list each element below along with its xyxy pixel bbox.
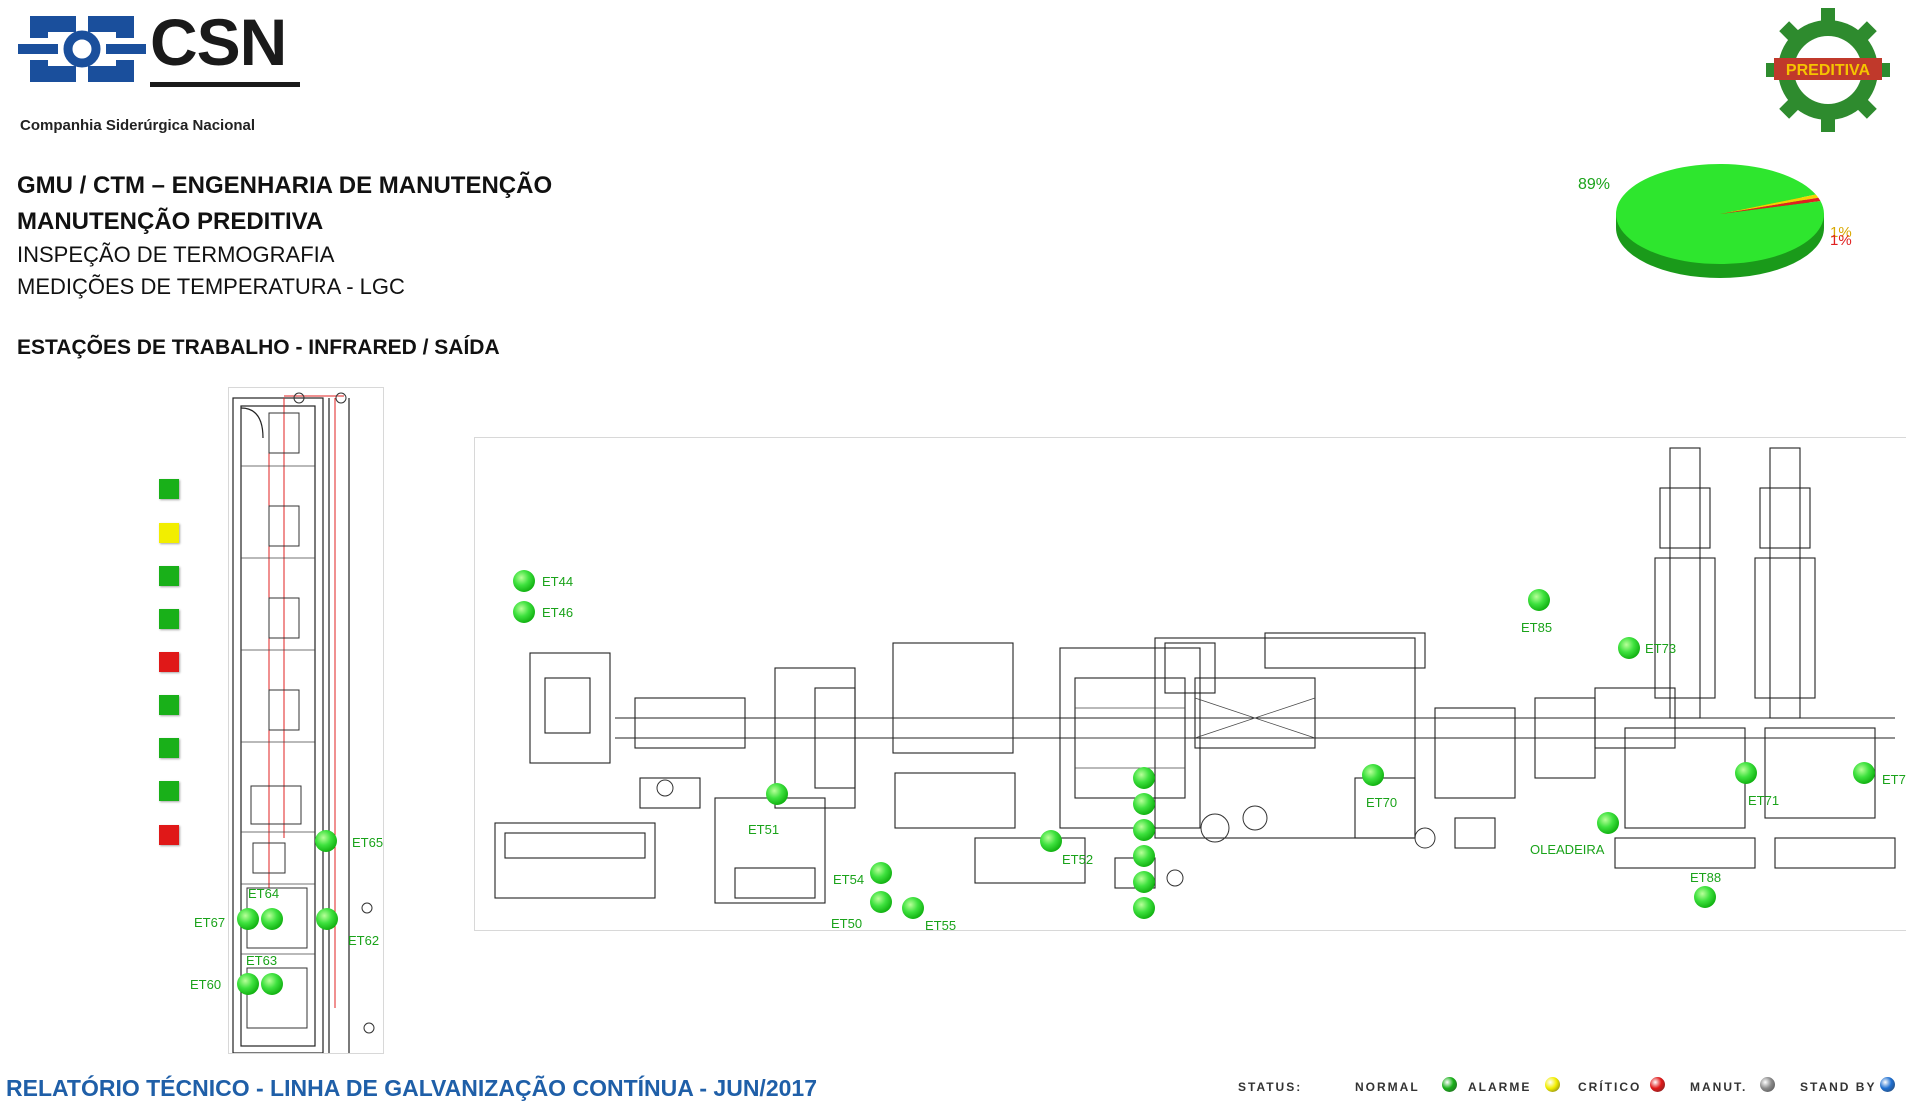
- station-label: ET7: [1882, 772, 1906, 787]
- status-square: [159, 523, 179, 543]
- company-name: Companhia Siderúrgica Nacional: [20, 117, 256, 134]
- station-label: ET70: [1366, 795, 1398, 810]
- pie-slice-normal: [1616, 164, 1824, 264]
- status-square: [159, 479, 179, 499]
- station-label: ET63: [246, 953, 278, 968]
- station-marker-et50[interactable]: [870, 891, 892, 913]
- station-marker-et60[interactable]: [237, 973, 259, 995]
- station-marker-et54[interactable]: [870, 862, 892, 884]
- station-marker-et7[interactable]: [1853, 762, 1875, 784]
- status-square: [159, 609, 179, 629]
- station-marker-et65[interactable]: [315, 830, 337, 852]
- department-title: GMU / CTM – ENGENHARIA DE MANUTENÇÃO: [17, 172, 553, 199]
- csn-logo-text: CSN: [150, 5, 287, 79]
- legend-dot-critico: [1650, 1077, 1665, 1092]
- pie-slice-crítico: [1720, 197, 1821, 214]
- station-marker-et85[interactable]: [1528, 589, 1550, 611]
- report-title: RELATÓRIO TÉCNICO - LINHA DE GALVANIZAÇÃ…: [6, 1075, 817, 1101]
- station-marker-et44[interactable]: [513, 570, 535, 592]
- tower-schematic: [232, 392, 375, 1054]
- station-label: ET60: [190, 977, 222, 992]
- status-square: [159, 825, 179, 845]
- pie-label-normal: 89%: [1578, 176, 1611, 193]
- station-label: ET62: [348, 933, 380, 948]
- pie-label-alarme: 1%: [1830, 224, 1852, 241]
- status-pie-chart: [1616, 164, 1824, 278]
- csn-logo-icon: [18, 16, 146, 82]
- measurement-title: MEDIÇÕES DE TEMPERATURA - LGC: [17, 274, 405, 299]
- station-label: ET71: [1748, 793, 1780, 808]
- station-marker-et88[interactable]: [1694, 886, 1716, 908]
- station-marker-et73[interactable]: [1618, 637, 1640, 659]
- pie-slice-alarme: [1720, 194, 1819, 214]
- inspection-title: INSPEÇÃO DE TERMOGRAFIA: [17, 242, 335, 267]
- line-schematic: [494, 447, 1896, 904]
- legend-dot-manut: [1760, 1077, 1775, 1092]
- station-marker-et63[interactable]: [261, 973, 283, 995]
- tower-drawing: [228, 387, 384, 1054]
- station-marker[interactable]: [1133, 845, 1155, 867]
- station-marker[interactable]: [1133, 793, 1155, 815]
- status-square: [159, 738, 179, 758]
- station-marker-oleadeira[interactable]: [1597, 812, 1619, 834]
- legend-dot-standby: [1880, 1077, 1895, 1092]
- station-marker-et62[interactable]: [316, 908, 338, 930]
- station-label: ET50: [831, 916, 863, 931]
- station-marker[interactable]: [1133, 871, 1155, 893]
- station-label: ET51: [748, 822, 780, 837]
- status-square: [159, 652, 179, 672]
- station-label: ET46: [542, 605, 574, 620]
- station-marker[interactable]: [1133, 767, 1155, 789]
- station-marker-et70[interactable]: [1362, 764, 1384, 786]
- legend-label-standby: STAND BY: [1800, 1080, 1877, 1094]
- station-label: ET44: [542, 574, 574, 589]
- line-drawing: [474, 437, 1906, 931]
- station-label: ET88: [1690, 870, 1722, 885]
- station-marker-et52[interactable]: [1040, 830, 1062, 852]
- station-label: ET73: [1645, 641, 1677, 656]
- station-marker-et46[interactable]: [513, 601, 535, 623]
- station-marker[interactable]: [1133, 819, 1155, 841]
- legend-dot-normal: [1442, 1077, 1457, 1092]
- status-square: [159, 781, 179, 801]
- station-marker-et55[interactable]: [902, 897, 924, 919]
- maintenance-title: MANUTENÇÃO PREDITIVA: [17, 208, 324, 235]
- logo-underline: [150, 82, 300, 87]
- status-square: [159, 695, 179, 715]
- station-label: ET65: [352, 835, 384, 850]
- station-label: OLEADEIRA: [1530, 842, 1605, 857]
- legend-label-critico: CRÍTICO: [1578, 1080, 1642, 1094]
- status-square: [159, 566, 179, 586]
- station-label: ET52: [1062, 852, 1094, 867]
- station-label: ET85: [1521, 620, 1553, 635]
- station-label: ET67: [194, 915, 226, 930]
- station-marker-et67[interactable]: [237, 908, 259, 930]
- station-marker[interactable]: [1133, 897, 1155, 919]
- station-marker-et64[interactable]: [261, 908, 283, 930]
- section-title: ESTAÇÕES DE TRABALHO - INFRARED / SAÍDA: [17, 336, 500, 359]
- legend-dot-alarme: [1545, 1077, 1560, 1092]
- station-marker-et71[interactable]: [1735, 762, 1757, 784]
- status-legend-label: STATUS:: [1238, 1080, 1303, 1094]
- pie-label-critico: 1%: [1830, 232, 1852, 249]
- station-label: ET64: [248, 886, 280, 901]
- station-label: ET54: [833, 872, 865, 887]
- legend-label-manut: MANUT.: [1690, 1080, 1748, 1094]
- legend-label-alarme: ALARME: [1468, 1080, 1532, 1094]
- preditiva-logo-text: PREDITIVA: [1786, 62, 1871, 79]
- legend-label-normal: NORMAL: [1355, 1080, 1420, 1094]
- station-label: ET55: [925, 918, 957, 933]
- station-marker-et51[interactable]: [766, 783, 788, 805]
- preditiva-logo-icon: PREDITIVA: [1766, 8, 1890, 132]
